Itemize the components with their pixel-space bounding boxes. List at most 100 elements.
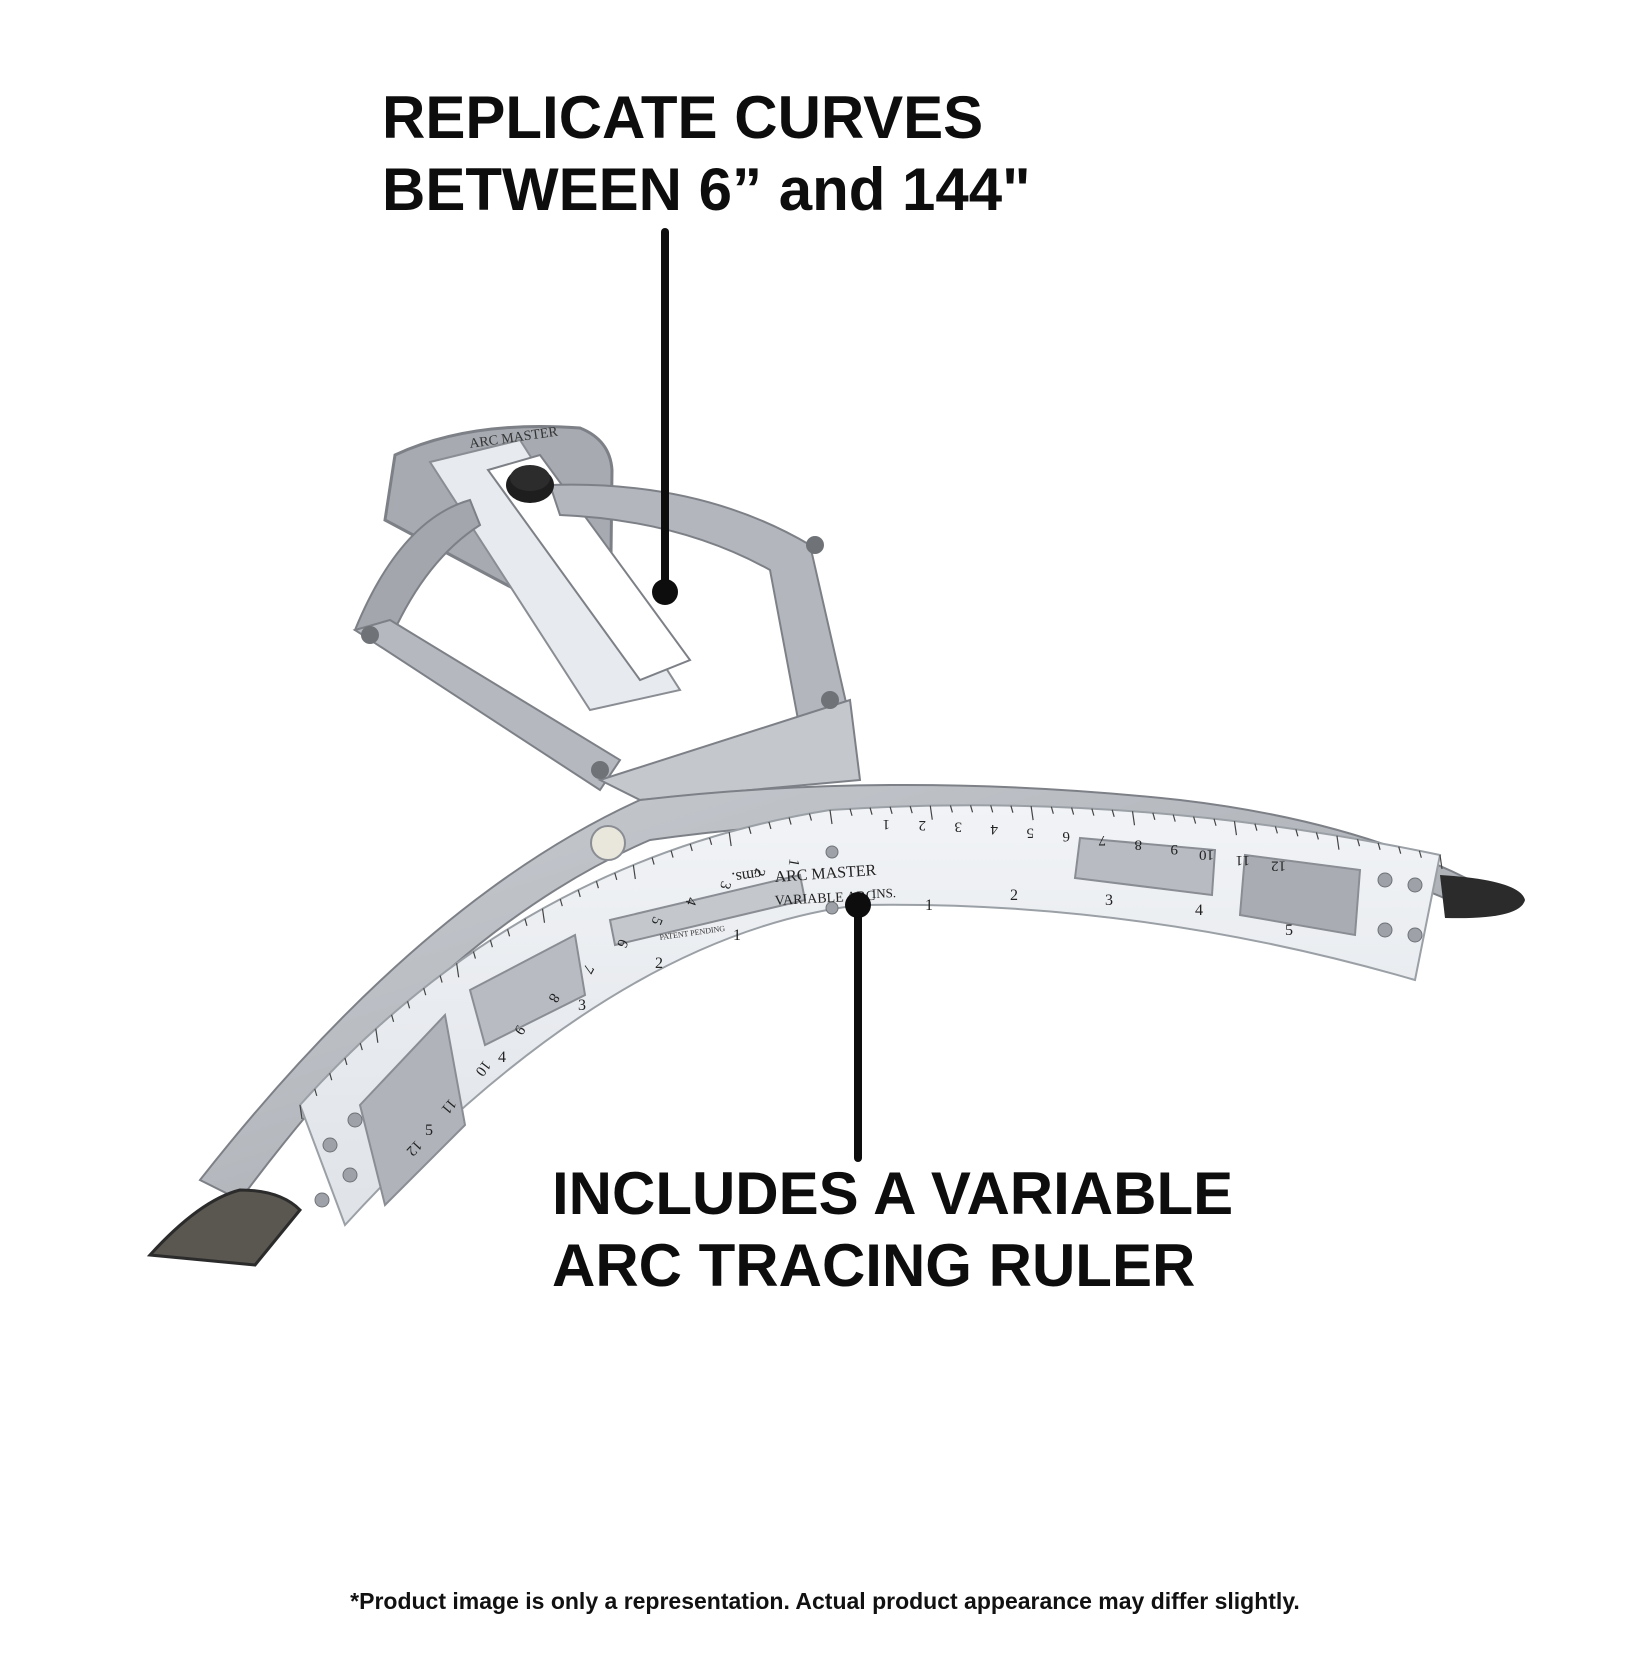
- cm-tick-label: 3: [716, 879, 733, 891]
- ruler-tick: [439, 975, 443, 983]
- ruler-tick: [728, 831, 732, 847]
- cm-tick-label: 6: [1062, 828, 1070, 844]
- disclaimer-text: *Product image is only a representation.…: [350, 1588, 1300, 1614]
- ruler-tick: [969, 805, 974, 813]
- ruler-tick: [472, 951, 477, 959]
- ruler-tick: [423, 988, 427, 996]
- ruler-tick: [889, 806, 893, 815]
- ruler-tick: [748, 826, 752, 834]
- ruler-tick: [506, 929, 511, 937]
- ruler-tick: [1152, 812, 1156, 821]
- ruler-tick: [808, 813, 813, 821]
- cm-tick-label: 9: [1171, 841, 1179, 857]
- inch-unit-text: INS.: [872, 885, 897, 901]
- cm-tick-label: 3: [955, 819, 963, 835]
- upper-frame: ARC MASTER: [352, 425, 862, 802]
- ruler-tick: [1398, 846, 1402, 854]
- ruler-tick: [1315, 832, 1319, 840]
- top-callout-line1: REPLICATE CURVES: [382, 84, 984, 151]
- ruler-tick: [788, 817, 792, 825]
- bottom-callout-text: INCLUDES A VARIABLE ARC TRACING RULER: [552, 1158, 1233, 1302]
- ruler-tick: [651, 857, 655, 865]
- ruler-tick: [1193, 816, 1197, 824]
- ruler-tick: [541, 908, 546, 923]
- ruler-tick: [1050, 806, 1054, 814]
- metal-arm: [146, 784, 1525, 1267]
- inch-tick-label: 1: [733, 927, 741, 944]
- cm-tick-label: 11: [1236, 852, 1250, 868]
- inch-tick-label: 2: [1010, 887, 1018, 904]
- ruler-tick: [1274, 826, 1278, 834]
- cm-tick-label: 5: [1027, 824, 1035, 840]
- ruler-ticks: [299, 805, 1443, 1120]
- ruler-tick: [1213, 818, 1217, 826]
- ruler-tick: [689, 843, 693, 852]
- ruler-tick: [1295, 829, 1299, 837]
- inch-tick-label: 5: [1285, 922, 1293, 939]
- ruler-tick: [489, 940, 493, 948]
- ruler-tick: [375, 1028, 379, 1043]
- ruler-tick: [1336, 835, 1340, 850]
- ruler-tick: [344, 1057, 348, 1066]
- ruler-tick: [1439, 854, 1443, 870]
- top-callout-dot: [652, 579, 678, 605]
- ruler-tick: [524, 918, 528, 926]
- top-callout-line2: BETWEEN 6” and 144": [382, 156, 1031, 223]
- ruler-tick: [595, 881, 599, 889]
- ruler-tick: [909, 806, 913, 814]
- ruler-tick: [632, 864, 636, 880]
- ruler-tick: [1071, 807, 1075, 815]
- ruler-tick: [1254, 823, 1258, 831]
- bottom-callout-dot: [845, 892, 871, 918]
- ruler-tick: [391, 1014, 395, 1022]
- ruler-tick: [359, 1042, 363, 1051]
- ruler-tick: [1111, 809, 1115, 818]
- ruler-tick: [577, 889, 581, 898]
- ruler-tick: [1172, 814, 1176, 822]
- inch-tick-label: 3: [578, 997, 586, 1014]
- variable-arc-ruler: ARC MASTER VARIABLE ARC INS. cms. PATENT…: [298, 804, 1443, 1227]
- cm-tick-label: 1: [883, 816, 891, 832]
- ruler-tick: [869, 807, 873, 815]
- ruler-tick: [559, 898, 563, 907]
- ruler-tick: [1091, 808, 1095, 816]
- ruler-tick: [829, 809, 833, 825]
- ruler-tick: [1418, 850, 1422, 858]
- ruler-tick: [949, 805, 953, 813]
- inch-tick-label: 4: [498, 1049, 506, 1066]
- ruler-tick: [768, 821, 772, 830]
- cm-tick-label: 4: [990, 821, 998, 837]
- ruler-tick: [709, 837, 713, 845]
- cm-tick-label: 12: [1271, 858, 1286, 874]
- cm-tick-label: 1: [785, 857, 802, 867]
- ruler-tick: [614, 872, 618, 881]
- cm-tick-label: 7: [1098, 832, 1106, 848]
- ruler-tick: [299, 1104, 303, 1120]
- ruler-tick: [1131, 811, 1136, 826]
- bottom-callout-line1: INCLUDES A VARIABLE: [552, 1160, 1234, 1227]
- ruler-tick: [1356, 839, 1361, 847]
- ruler-tick: [1233, 821, 1238, 836]
- ruler-tick: [670, 850, 674, 858]
- ruler-tick: [1377, 842, 1381, 851]
- cm-tick-label: 2: [750, 867, 767, 878]
- ruler-tick: [990, 805, 994, 813]
- inch-tick-label: 3: [1105, 892, 1113, 909]
- top-callout-text: REPLICATE CURVES BETWEEN 6” and 144": [382, 82, 1031, 226]
- ruler-tick: [314, 1088, 318, 1097]
- inch-tick-label: 1: [925, 897, 933, 914]
- ruler-tick: [929, 805, 933, 820]
- ruler-tick: [1030, 806, 1034, 821]
- inch-tick-label: 5: [425, 1122, 433, 1139]
- cm-unit-text: cms.: [731, 865, 763, 886]
- cm-tick-label: 10: [1199, 846, 1214, 862]
- ruler-tick: [456, 963, 460, 978]
- ruler-tick: [406, 1001, 411, 1009]
- inch-tick-label: 4: [1195, 902, 1203, 919]
- ruler-tick: [1010, 805, 1014, 813]
- ruler-tick: [849, 808, 853, 816]
- bottom-callout-line2: ARC TRACING RULER: [552, 1232, 1196, 1299]
